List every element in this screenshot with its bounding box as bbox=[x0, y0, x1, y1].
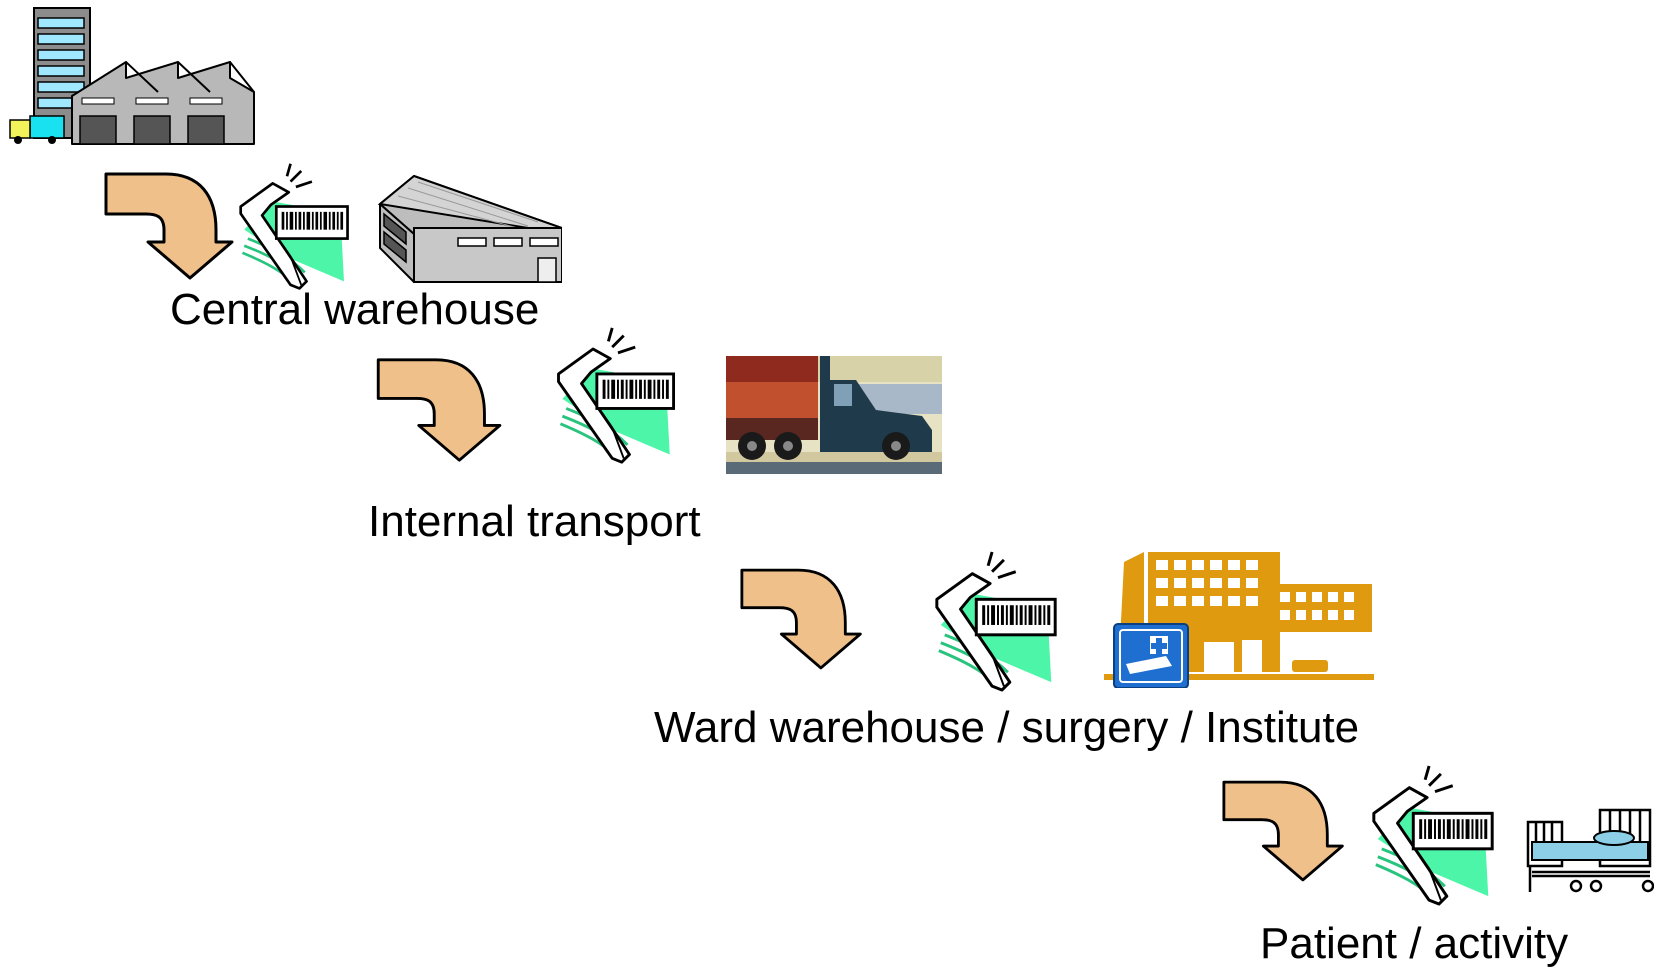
barcode-scanner-icon bbox=[546, 326, 688, 466]
barcode-scanner-icon bbox=[1360, 764, 1508, 908]
flow-arrow-3 bbox=[740, 564, 866, 674]
barcode-scanner-icon bbox=[924, 550, 1070, 694]
stage-label-internal-transport: Internal transport bbox=[368, 497, 701, 546]
warehouse-icon bbox=[378, 174, 562, 284]
flow-arrow-4 bbox=[1222, 776, 1348, 886]
stage-label-patient-activity: Patient / activity bbox=[1260, 919, 1569, 968]
hospital-icon bbox=[1104, 552, 1374, 688]
factory-icon bbox=[8, 6, 258, 146]
stage-label-ward-warehouse: Ward warehouse / surgery / Institute bbox=[654, 703, 1360, 752]
barcode-scanner-icon bbox=[228, 162, 362, 292]
flow-arrow-2 bbox=[376, 354, 506, 466]
flow-arrow-1 bbox=[104, 168, 238, 284]
hospital-bed-icon bbox=[1524, 806, 1654, 894]
stage-label-central-warehouse: Central warehouse bbox=[170, 285, 540, 334]
truck-icon bbox=[726, 356, 942, 474]
